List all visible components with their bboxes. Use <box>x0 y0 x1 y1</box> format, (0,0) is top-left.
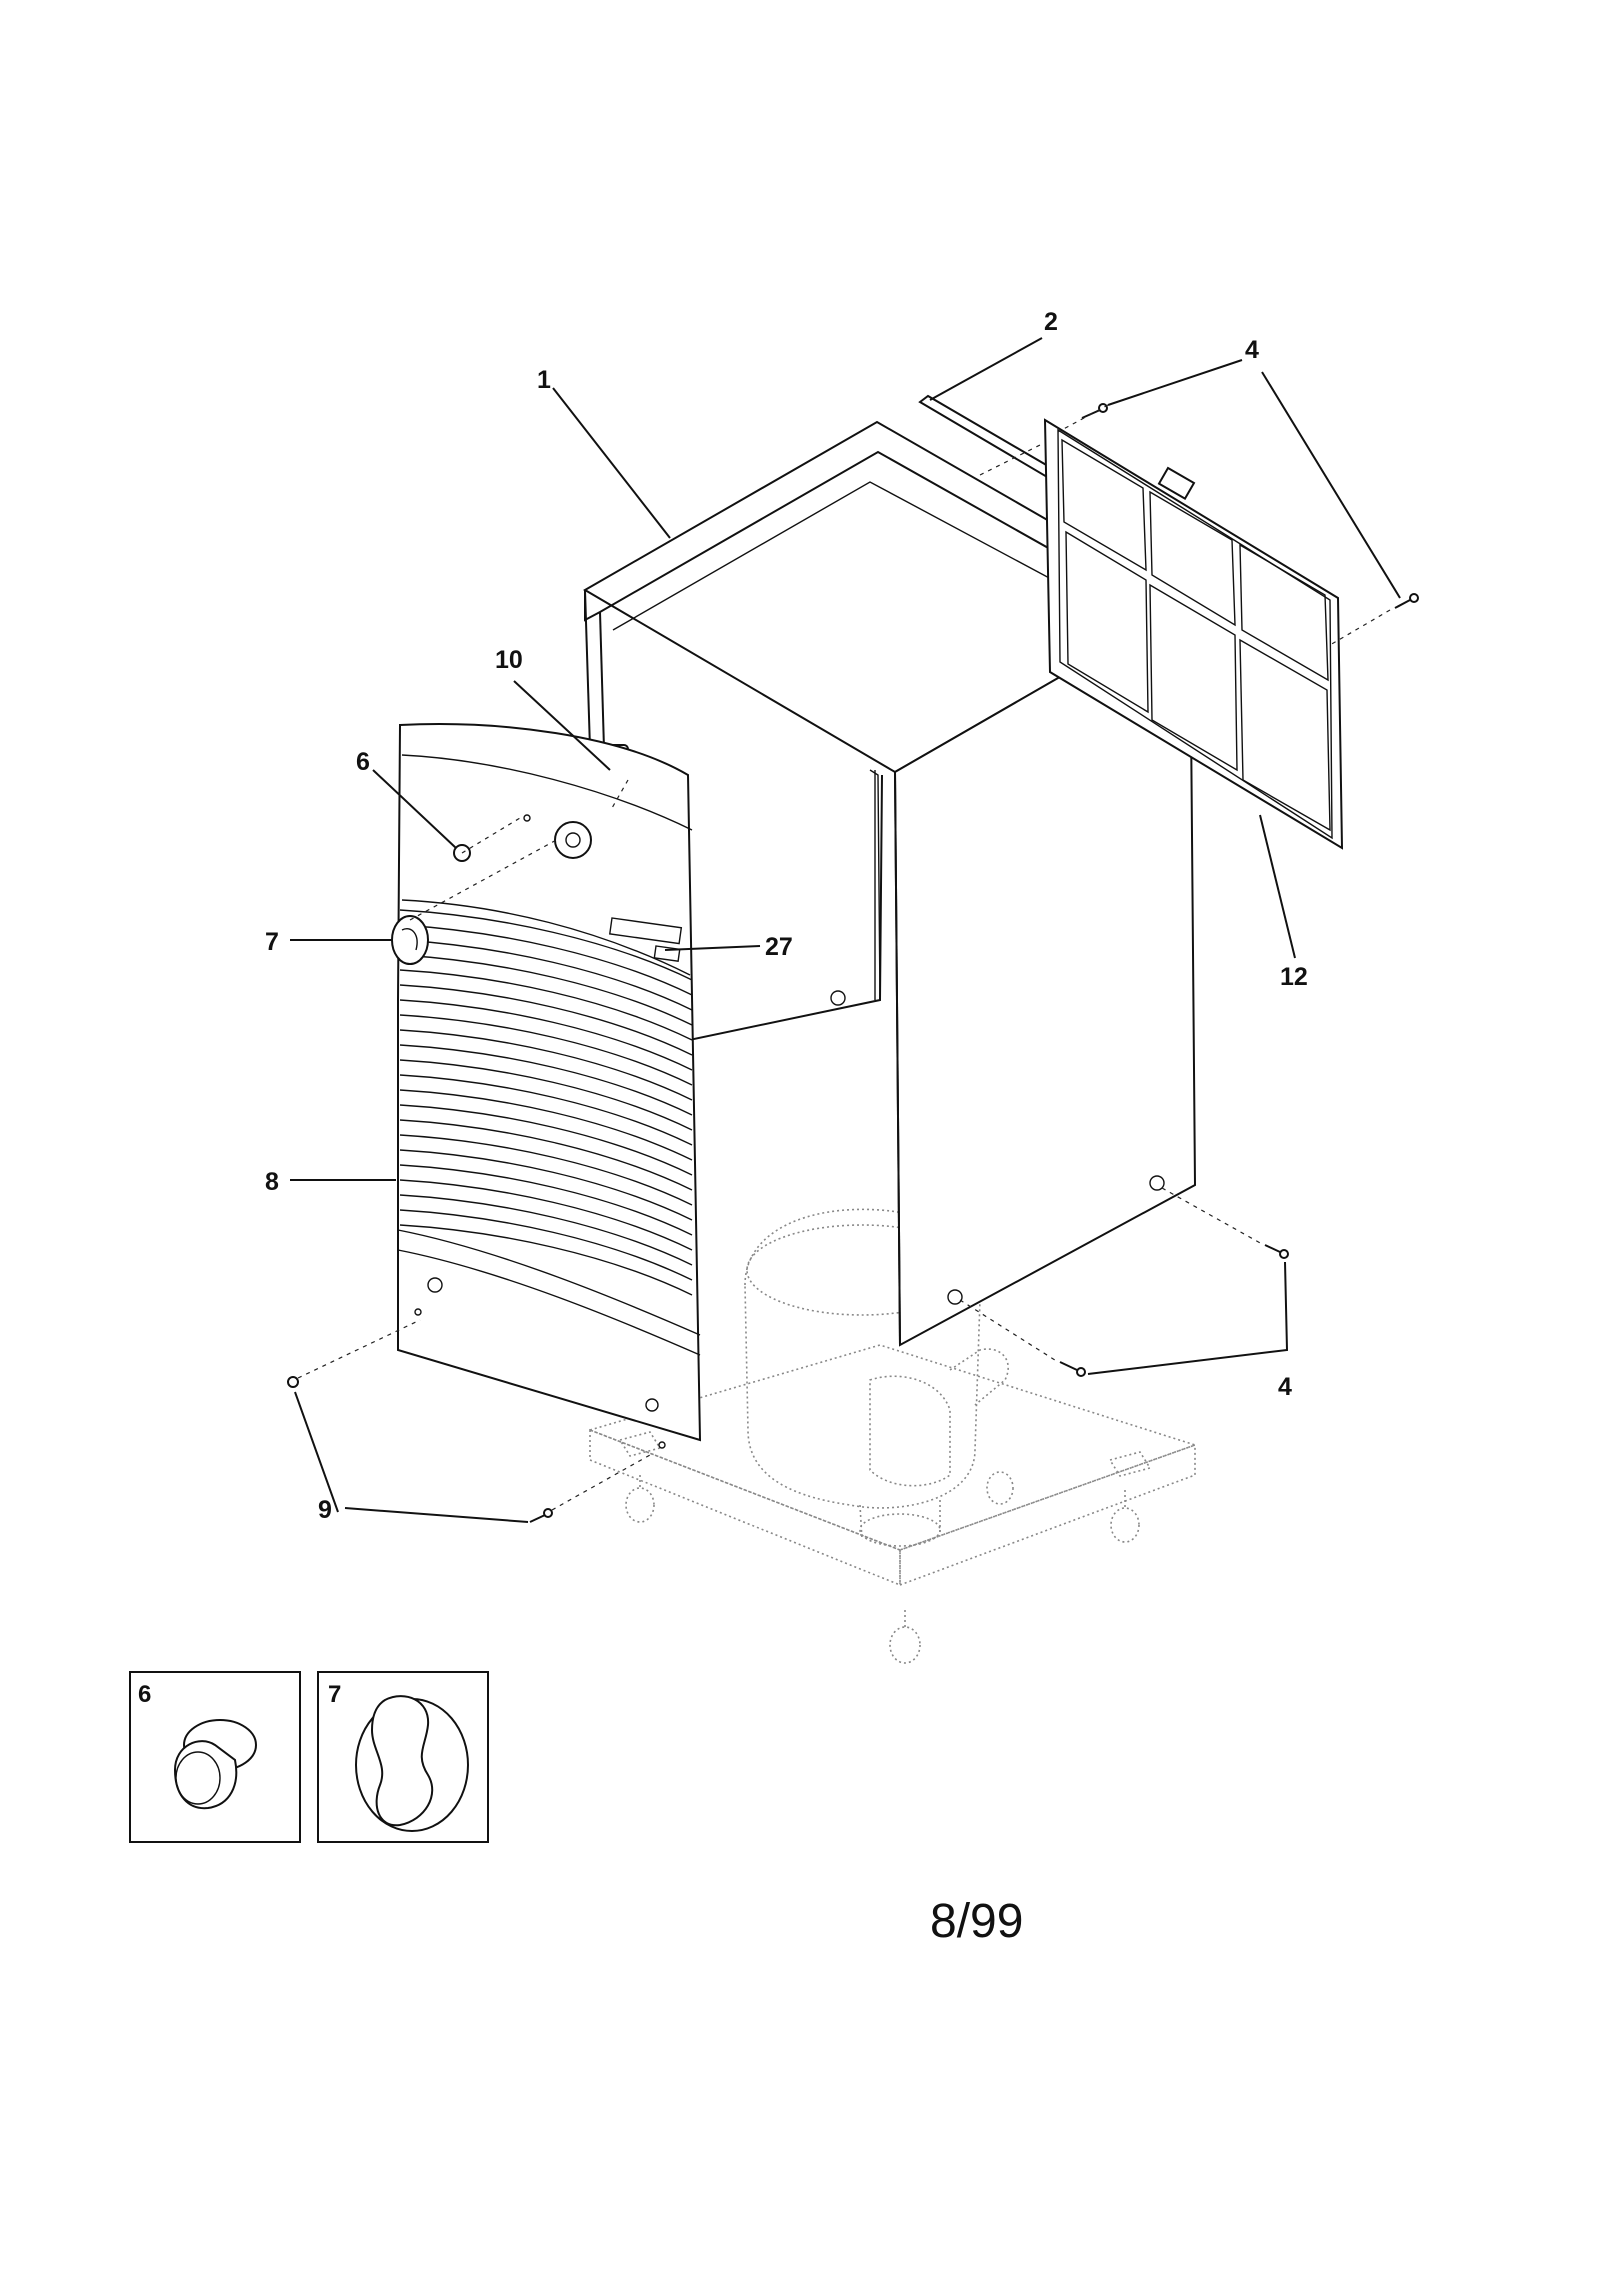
grille-louvre <box>399 1224 693 1296</box>
grille-louvre <box>399 1089 693 1161</box>
assembly-dash-lines <box>297 404 1391 1511</box>
inset-6-label: 6 <box>138 1681 151 1708</box>
callout-7: 7 <box>265 928 279 956</box>
grille-louvre <box>399 1209 693 1281</box>
leader-lines <box>290 337 1401 1523</box>
inset-7-label: 7 <box>328 1681 341 1708</box>
grille-louvre <box>399 1104 693 1176</box>
cabinet-wrapper <box>583 420 1197 1347</box>
knob-7-on-grille <box>391 915 429 965</box>
screw-right-cabinet-lower <box>1059 1361 1086 1377</box>
inset-box-7: 7 <box>317 1671 489 1843</box>
grille-louvre <box>399 954 693 1026</box>
callout-27: 27 <box>765 933 793 961</box>
screw-grille-left <box>287 1376 299 1388</box>
grille-louvre <box>399 1179 693 1251</box>
knob-6-detail <box>173 1719 257 1810</box>
callout-4-top: 4 <box>1245 336 1259 364</box>
grille-louvre <box>399 1029 693 1101</box>
callout-2: 2 <box>1044 308 1058 336</box>
screw-right-cabinet-upper <box>1264 1244 1289 1259</box>
grille-louvre <box>399 1164 693 1236</box>
dial-on-grille <box>523 814 592 859</box>
grille-louvre <box>399 1134 693 1206</box>
screw-grille-bottom <box>529 1508 553 1523</box>
callout-9: 9 <box>318 1496 332 1524</box>
callout-8: 8 <box>265 1168 279 1196</box>
screws <box>287 403 1419 1523</box>
knob-7-detail <box>355 1695 469 1832</box>
callout-6: 6 <box>356 748 370 776</box>
grille-louvre <box>399 984 693 1056</box>
callout-1: 1 <box>537 366 551 394</box>
inset-box-6: 6 <box>129 1671 301 1843</box>
grille-louvre <box>399 1014 693 1086</box>
grille-louvre <box>399 909 693 981</box>
grille-louvre <box>399 1194 693 1266</box>
grille-louvre <box>399 939 693 1011</box>
grille-louvre <box>399 924 693 996</box>
front-grille <box>397 723 702 1442</box>
screw-top-left-filter <box>1081 403 1108 419</box>
grille-louvre <box>399 969 693 1041</box>
callout-10: 10 <box>495 646 523 674</box>
grille-louvre <box>399 999 693 1071</box>
grille-louvre <box>399 1149 693 1221</box>
grille-louvre <box>399 1044 693 1116</box>
grille-louvre <box>399 1119 693 1191</box>
screw-right-filter <box>1394 593 1419 609</box>
base-pan-ghost <box>587 1344 1198 1664</box>
callout-4-bottom: 4 <box>1278 1373 1292 1401</box>
filter-part-12 <box>1043 418 1344 850</box>
revision-code: 8/99 <box>930 1895 1023 1948</box>
grille-louvre <box>399 1074 693 1146</box>
grille-louvre <box>399 1059 693 1131</box>
callout-12: 12 <box>1280 963 1308 991</box>
